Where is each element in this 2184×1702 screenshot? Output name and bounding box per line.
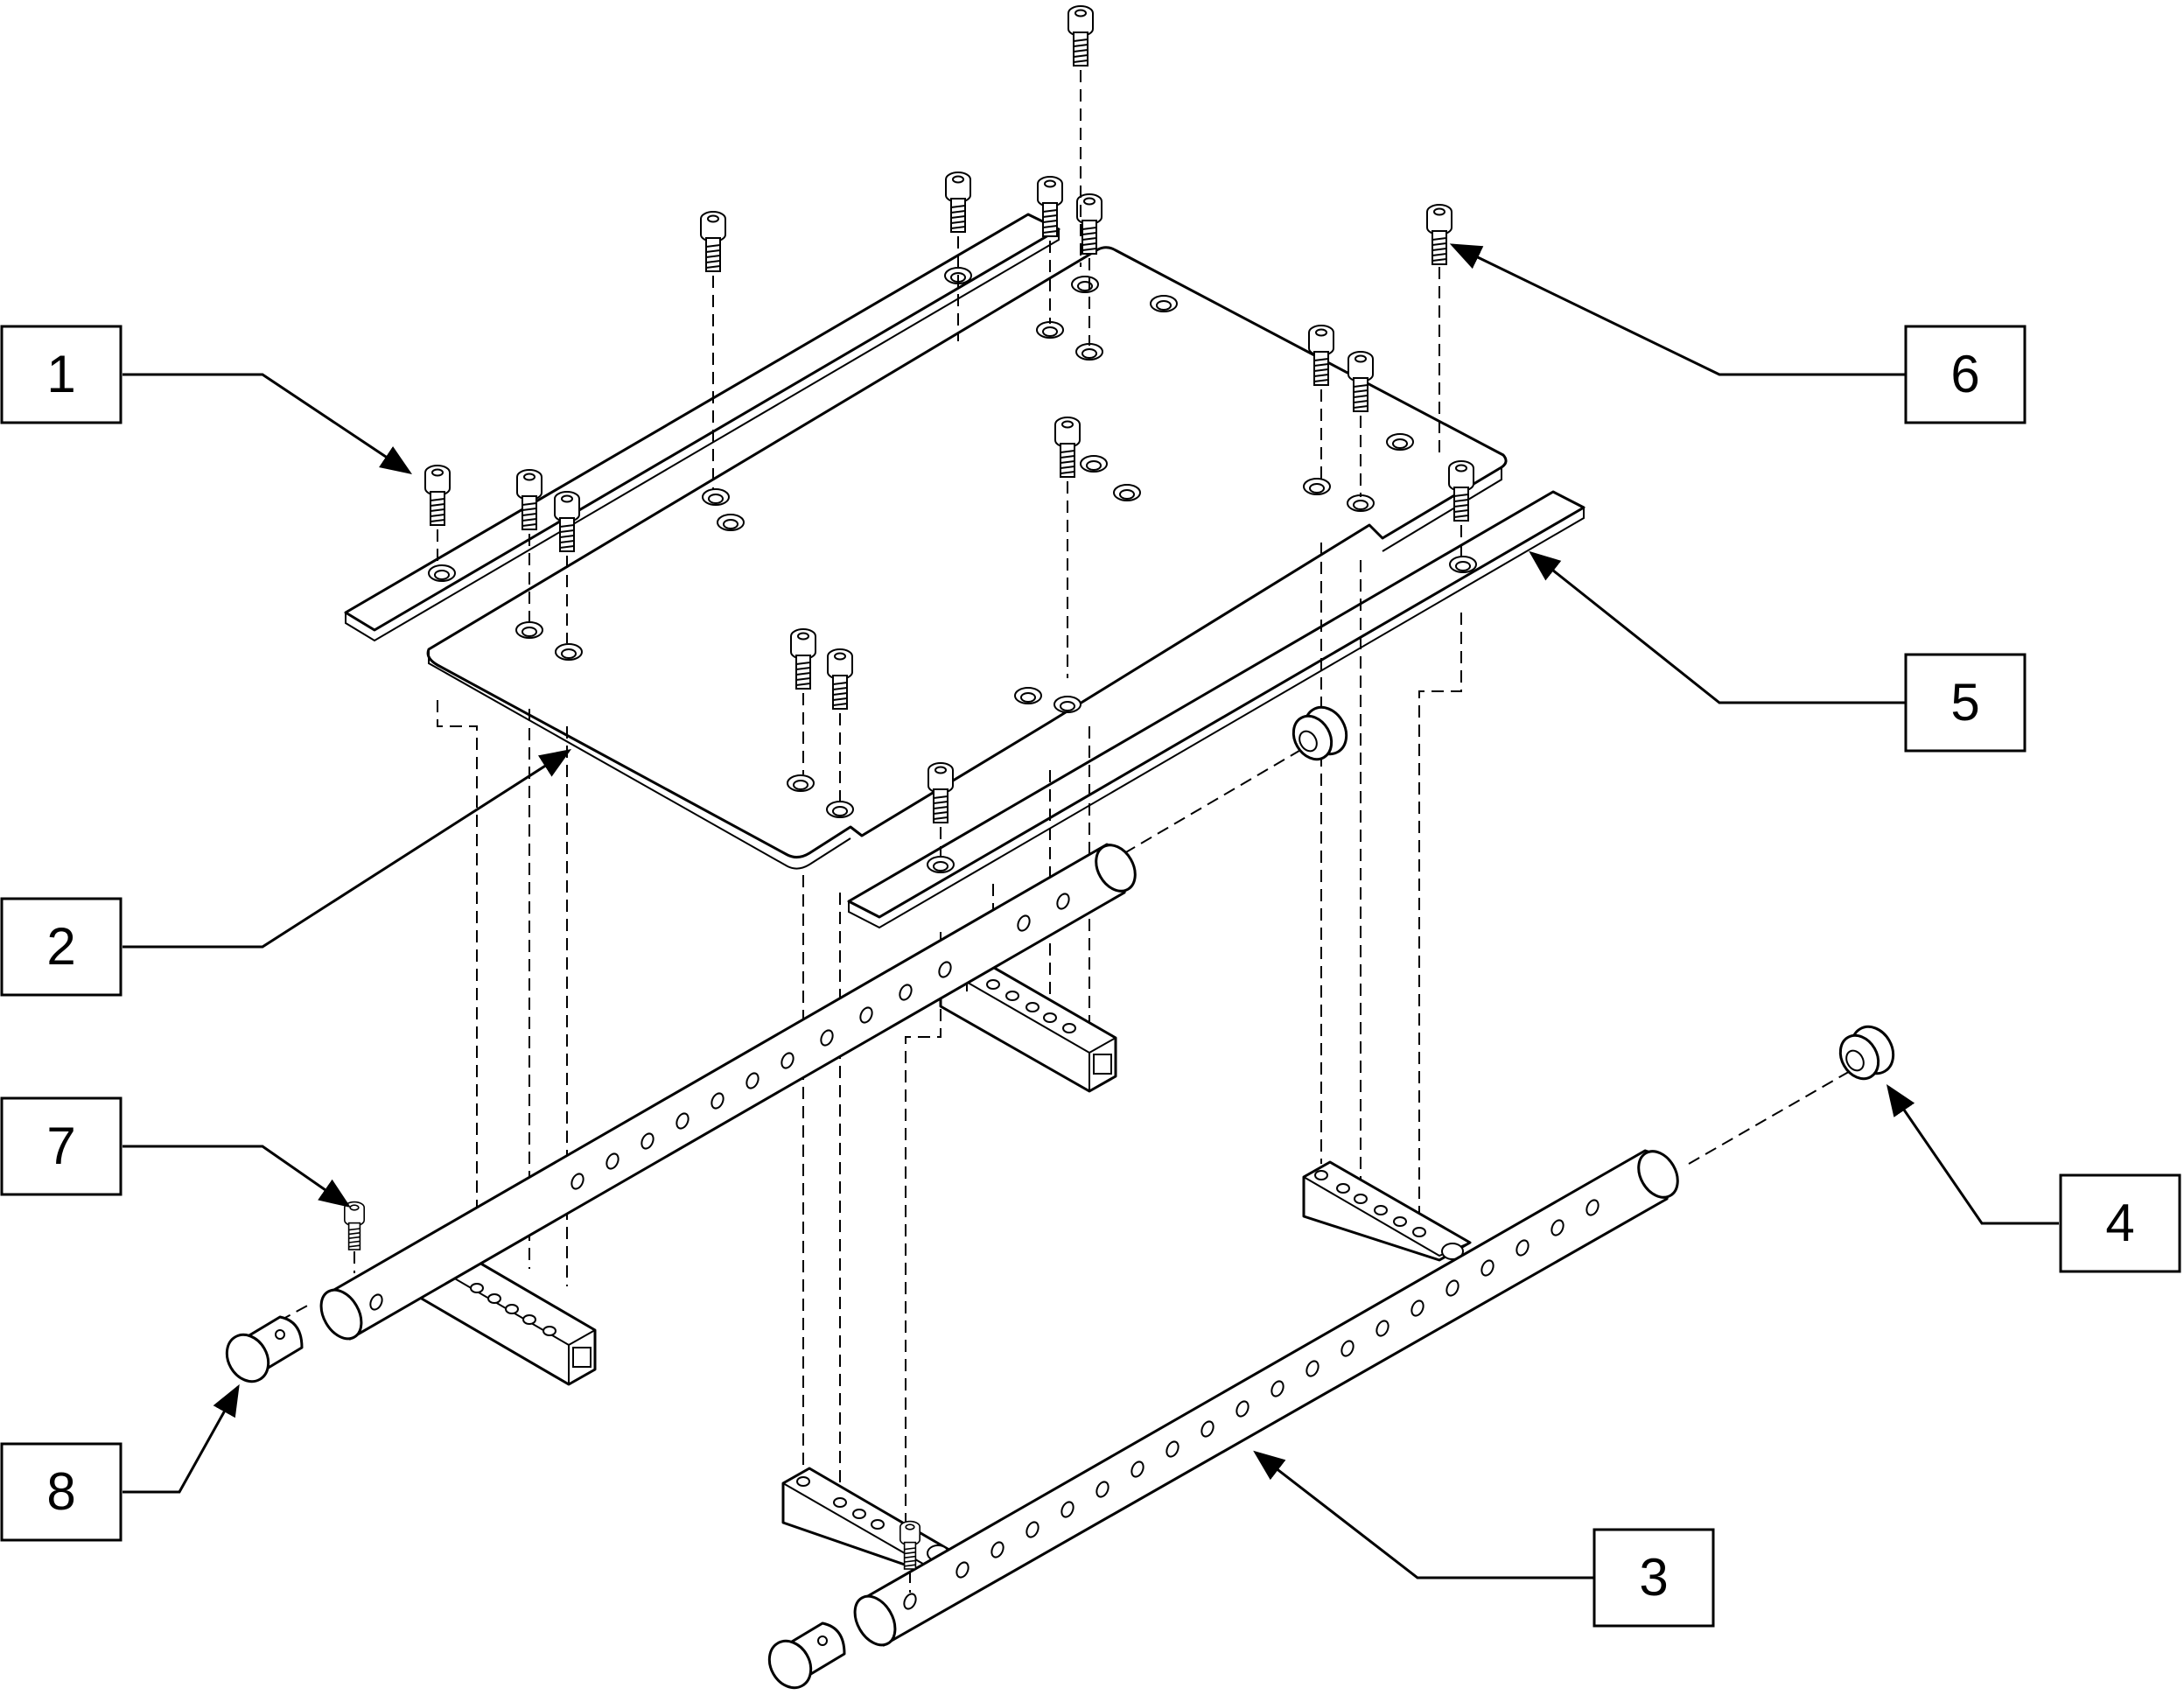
callout-7: 7 [0, 1096, 122, 1196]
callout-5: 5 [1904, 653, 2026, 753]
callout-3: 3 [1592, 1528, 1715, 1628]
callout-label: 6 [1950, 345, 1979, 403]
callout-label: 7 [46, 1117, 75, 1175]
callout-2: 2 [0, 897, 122, 997]
screw-icon [424, 465, 451, 526]
front-rail [847, 490, 1586, 929]
screw-icon [1426, 204, 1452, 265]
callout-label: 8 [46, 1462, 75, 1521]
pins [343, 1201, 920, 1593]
callout-label: 4 [2105, 1194, 2134, 1252]
assembly-lines [262, 70, 1865, 1527]
callout-6: 6 [1904, 325, 2026, 424]
end-caps [225, 705, 1895, 1690]
callout-label: 1 [46, 345, 75, 403]
callout-8: 8 [0, 1442, 122, 1542]
screw-icon [1068, 5, 1094, 67]
callout-4: 4 [2059, 1173, 2181, 1273]
screw-icon [700, 211, 726, 272]
leader-lines [122, 243, 2059, 1579]
screw-icon [945, 172, 971, 233]
seat-plate [426, 246, 1508, 870]
rear-tube [319, 843, 1137, 1341]
brackets [414, 950, 1472, 1574]
callout-1: 1 [0, 325, 122, 424]
callout-label: 2 [46, 917, 75, 976]
callout-label: 3 [1639, 1548, 1668, 1607]
callout-label: 5 [1950, 673, 1979, 732]
front-tube [853, 1149, 1679, 1647]
